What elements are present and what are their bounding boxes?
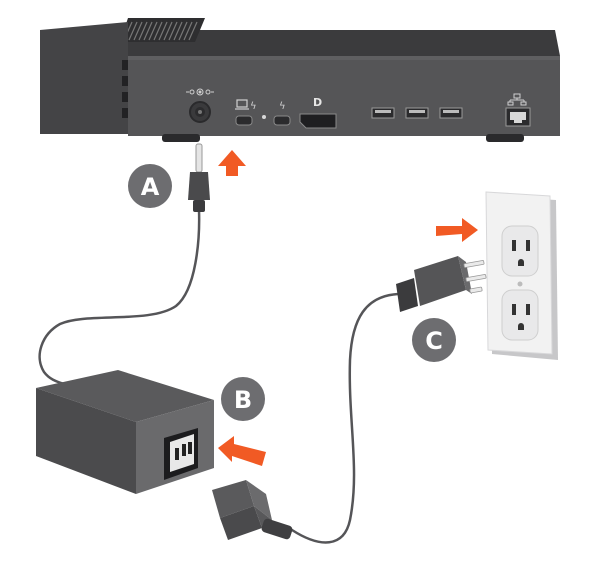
iec-connector xyxy=(212,480,293,540)
laptop-icon xyxy=(235,99,249,110)
wall-plate-screw xyxy=(517,281,523,287)
usb-ports xyxy=(371,107,463,119)
displayport-port[interactable] xyxy=(299,113,337,129)
device-foot-left xyxy=(162,134,200,142)
arrow-left-icon-adapter xyxy=(218,436,266,466)
dc-cable xyxy=(38,208,201,386)
wall-plug xyxy=(396,256,487,312)
device-back-panel xyxy=(128,56,560,136)
port-indicator-dot xyxy=(262,115,266,119)
device-foot-right xyxy=(486,134,524,142)
dc-power-icon xyxy=(186,88,214,96)
device-side-face xyxy=(40,22,128,134)
arrow-right-icon-outlet xyxy=(436,218,478,242)
cables xyxy=(38,208,400,544)
step-badge-a: A xyxy=(128,164,172,208)
network-icon xyxy=(507,93,527,106)
device: ϟ ϟ D xyxy=(40,18,560,142)
dc-plug xyxy=(188,143,210,212)
outlet-receptacle-lower[interactable] xyxy=(501,289,539,341)
ethernet-port[interactable] xyxy=(505,107,531,127)
dc-power-port[interactable] xyxy=(189,101,211,123)
ac-cable xyxy=(290,292,400,544)
vent-grille xyxy=(120,18,205,42)
step-label-a: A xyxy=(141,173,160,201)
adapter-power-socket[interactable] xyxy=(164,428,198,480)
step-badge-b: B xyxy=(221,377,265,421)
thunderbolt-icon-2: ϟ xyxy=(279,101,286,112)
thunderbolt-port-host[interactable] xyxy=(235,115,253,126)
thunderbolt-port[interactable] xyxy=(273,115,291,126)
power-adapter xyxy=(36,370,214,494)
outlet-receptacle-upper[interactable] xyxy=(501,225,539,277)
wall-outlet xyxy=(485,191,558,360)
arrow-up-icon xyxy=(218,150,246,176)
adapter-front xyxy=(36,388,136,494)
step-label-b: B xyxy=(234,386,252,414)
displayport-icon: D xyxy=(313,96,322,109)
step-label-c: C xyxy=(425,327,443,355)
adapter-top xyxy=(36,370,214,422)
thunderbolt-icon: ϟ xyxy=(250,101,257,112)
step-badge-c: C xyxy=(412,318,456,362)
